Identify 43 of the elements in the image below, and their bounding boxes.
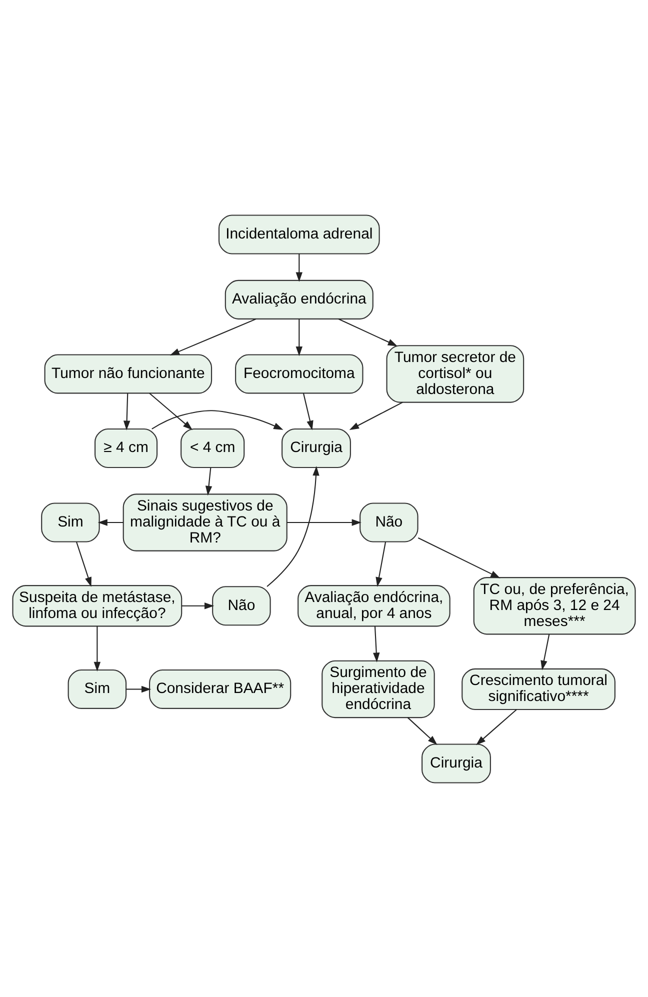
node-box: Incidentaloma adrenal [218,214,380,254]
arrow [296,253,303,282]
arrow [98,518,124,526]
node-box: Surgimento de hiperatividade endócrina [322,660,435,718]
node-box: TC ou, de preferência, RM após 3, 12 e 24 meses*** [473,576,636,634]
arrow [376,541,386,586]
arrow [302,392,314,430]
arrow [418,536,500,578]
arrow [286,518,362,526]
arrow [476,708,517,745]
arrow [182,602,214,609]
arrow [149,392,193,430]
arrow [349,401,403,430]
arrow [338,318,398,346]
node-box: Feocromocitoma [235,354,364,394]
arrow [373,626,380,662]
node-box: Cirurgia [282,428,351,468]
arrow [123,392,130,430]
node-box: Cirurgia [422,743,491,783]
arrow [94,626,101,671]
node-box: Avaliação endócrina, anual, por 4 anos [298,584,450,626]
arrow [540,634,550,670]
node-box: Não [360,502,418,542]
node-box: Tumor não funcionante [44,354,212,394]
node-box: Crescimento tumoral significativo**** [462,668,616,710]
node-box: Sim [68,668,127,708]
arrow [152,410,284,430]
node-box: Considerar BAAF** [149,668,292,708]
arrow [407,716,438,744]
node-box: Avaliação endócrina [224,279,374,319]
arrow [205,466,212,496]
node-box: < 4 cm [180,428,245,468]
arrow [126,685,152,692]
arrow [170,318,256,355]
node-box: Sinais sugestivos de malignidade à TC ou à RM? [122,493,288,551]
node-box: Tumor secretor de cortisol* ou aldosterona [386,344,524,402]
node-box: ≥ 4 cm [94,428,158,468]
node-box: Suspeita de metástase, linfoma ou infecção? [12,584,182,626]
arrow [296,318,303,356]
node-box: Não [212,586,271,626]
arrow [76,541,92,586]
arrow [266,466,320,586]
node-box: Sim [41,502,100,542]
